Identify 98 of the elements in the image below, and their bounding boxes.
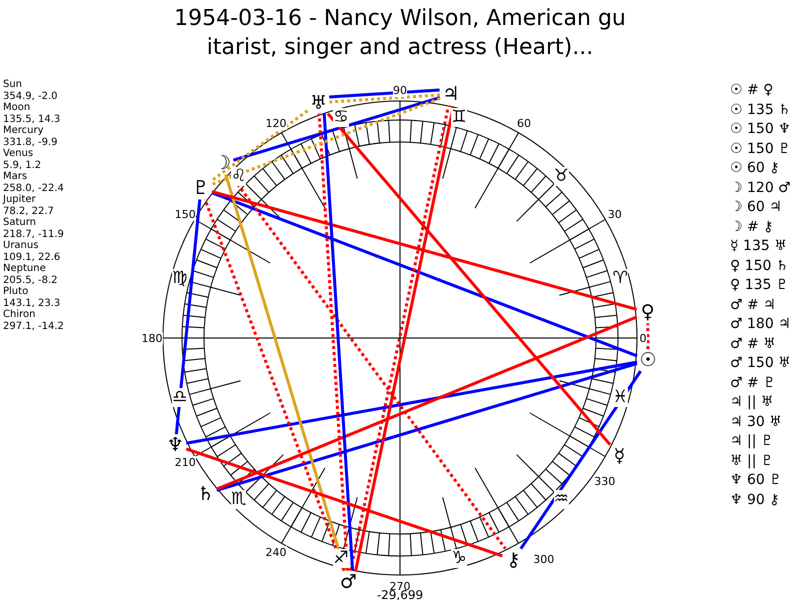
degree-label: 90 — [393, 84, 407, 96]
degree-label: 150 — [174, 208, 196, 220]
aspect-entry: ☉ 60 ⚷ — [730, 160, 780, 176]
degree-label: 210 — [174, 456, 196, 468]
aspect-line — [211, 110, 308, 182]
chart-title: 1954-03-16 - Nancy Wilson, American gu itarist, singer and actress (Heart)... — [173, 5, 627, 62]
aspect-line — [204, 198, 346, 572]
aspect-entry: ☽ # ⚷ — [730, 218, 774, 234]
aspect-line — [326, 112, 612, 446]
aspect-line — [211, 97, 440, 186]
position-value: 354.9, -2.0 — [3, 90, 58, 102]
zodiac-sign-symbol: ♉ — [554, 167, 569, 186]
position-value: 109.1, 22.6 — [3, 252, 60, 264]
planet-name: Jupiter — [3, 194, 36, 206]
aspect-line — [329, 88, 440, 99]
aspect-entry: ♃ || ♅ — [730, 394, 774, 410]
aspect-entry: ♂ 180 ♃ — [730, 316, 791, 332]
aspect-entry: ♀ 150 ♄ — [730, 258, 788, 274]
aspect-entry: ♂ # ♇ — [730, 374, 776, 390]
aspect-line — [174, 199, 202, 434]
aspect-entry: ☉ 150 ♆ — [730, 121, 791, 137]
degree-label: 300 — [533, 552, 554, 566]
zodiac-sign-symbol: ♏ — [231, 490, 246, 509]
zodiac-sign-symbol: ♌ — [231, 167, 246, 186]
aspect-entry: ☽ 120 ♂ — [730, 180, 791, 196]
aspect-entry: ♃ || ♇ — [730, 433, 774, 449]
degree-label: 240 — [266, 546, 286, 560]
aspect-line — [216, 362, 638, 492]
planet-name: Mercury — [3, 125, 44, 137]
zodiac-sign-symbol: ♎ — [172, 388, 188, 406]
aspect-entry: ♀ 135 ♇ — [730, 277, 788, 293]
planet-name: Venus — [3, 148, 34, 160]
zodiac-sign-symbol: ♑ — [451, 548, 467, 568]
aspect-entry: ☽ 60 ♃ — [730, 199, 782, 215]
aspect-line — [211, 190, 638, 311]
position-value: 5.9, 1.2 — [3, 160, 42, 172]
zodiac-sign-symbol: ♊ — [451, 108, 467, 128]
planet-symbol: ♃ — [440, 83, 462, 106]
zodiac-sign-symbol: ♓ — [612, 388, 628, 406]
aspect-line — [646, 323, 650, 350]
position-value: 297.1, -14.2 — [3, 320, 64, 332]
planet-name: Neptune — [3, 263, 46, 275]
planet-name: Sun — [3, 79, 22, 91]
position-value: 258.0, -22.4 — [3, 182, 64, 194]
zodiac-sign-symbol: ♒ — [554, 490, 569, 509]
aspect-entry: ♆ 90 ⚷ — [730, 492, 780, 508]
aspect-line — [216, 316, 638, 491]
aspect-line — [520, 370, 642, 550]
planet-symbol: ♇ — [190, 177, 212, 200]
planet-symbol: ☉ — [637, 349, 659, 372]
position-value: 78.2, 22.7 — [3, 206, 54, 218]
zodiac-sign-symbol: ♐ — [333, 548, 349, 568]
aspect-line — [232, 96, 440, 162]
position-value: 218.7, -11.9 — [3, 228, 64, 240]
aspect-entry: ♃ 30 ♅ — [730, 414, 782, 430]
aspect-entry: ♂ 150 ♅ — [730, 355, 791, 371]
planet-name: Chiron — [3, 309, 36, 321]
aspect-entry: ☉ # ♀ — [730, 82, 774, 98]
aspect-entry: ☉ 135 ♄ — [730, 102, 791, 118]
planet-symbol: ☽ — [211, 152, 234, 174]
aspect-entry: ♆ 60 ♇ — [730, 472, 782, 488]
degree-label: 120 — [266, 116, 286, 130]
planet-symbol: ☿ — [608, 444, 630, 467]
position-value: 143.1, 23.3 — [3, 298, 60, 309]
planet-name: Saturn — [3, 217, 36, 229]
aspect-line — [322, 113, 354, 570]
aspect-entry: ☉ 150 ♇ — [730, 140, 791, 156]
aspect-line — [186, 360, 638, 445]
zodiac-sign-symbol: ♋ — [333, 108, 349, 128]
planet-symbol: ♅ — [308, 92, 330, 114]
planet-symbol: ♂ — [337, 570, 360, 593]
position-value: 205.5, -8.2 — [3, 274, 58, 286]
aspect-entry: ♂ # ♅ — [730, 336, 776, 352]
position-value: 135.5, 14.3 — [3, 114, 60, 126]
aspect-line — [186, 448, 503, 558]
degree-label: 330 — [594, 474, 616, 488]
aspect-line — [224, 174, 346, 571]
degree-label: 180 — [142, 332, 162, 344]
aspect-line — [318, 114, 350, 571]
position-value: 331.8, -9.9 — [3, 136, 58, 148]
aspect-line — [329, 93, 440, 104]
planet-symbol: ⚷ — [502, 548, 524, 571]
aspect-line — [211, 191, 638, 358]
aspect-line — [229, 174, 507, 550]
planet-symbol: ♆ — [164, 434, 186, 456]
aspect-entry: ☿ 135 ♅ — [730, 238, 787, 254]
planet-symbol: ♄ — [194, 482, 217, 505]
zodiac-sign-symbol: ♍ — [172, 269, 188, 288]
planet-name: Uranus — [3, 240, 38, 252]
planet-name: Mars — [3, 171, 28, 183]
planet-name: Moon — [3, 102, 30, 114]
planet-symbol: ♀ — [636, 301, 659, 324]
aspect-entry: ♂ # ♃ — [730, 296, 776, 312]
degree-label: 30 — [608, 208, 622, 220]
degree-label: 60 — [517, 116, 531, 130]
degree-label: 0 — [640, 332, 646, 344]
planet-name: Pluto — [3, 286, 28, 298]
aspect-entry: ♅ || ♇ — [730, 452, 774, 468]
